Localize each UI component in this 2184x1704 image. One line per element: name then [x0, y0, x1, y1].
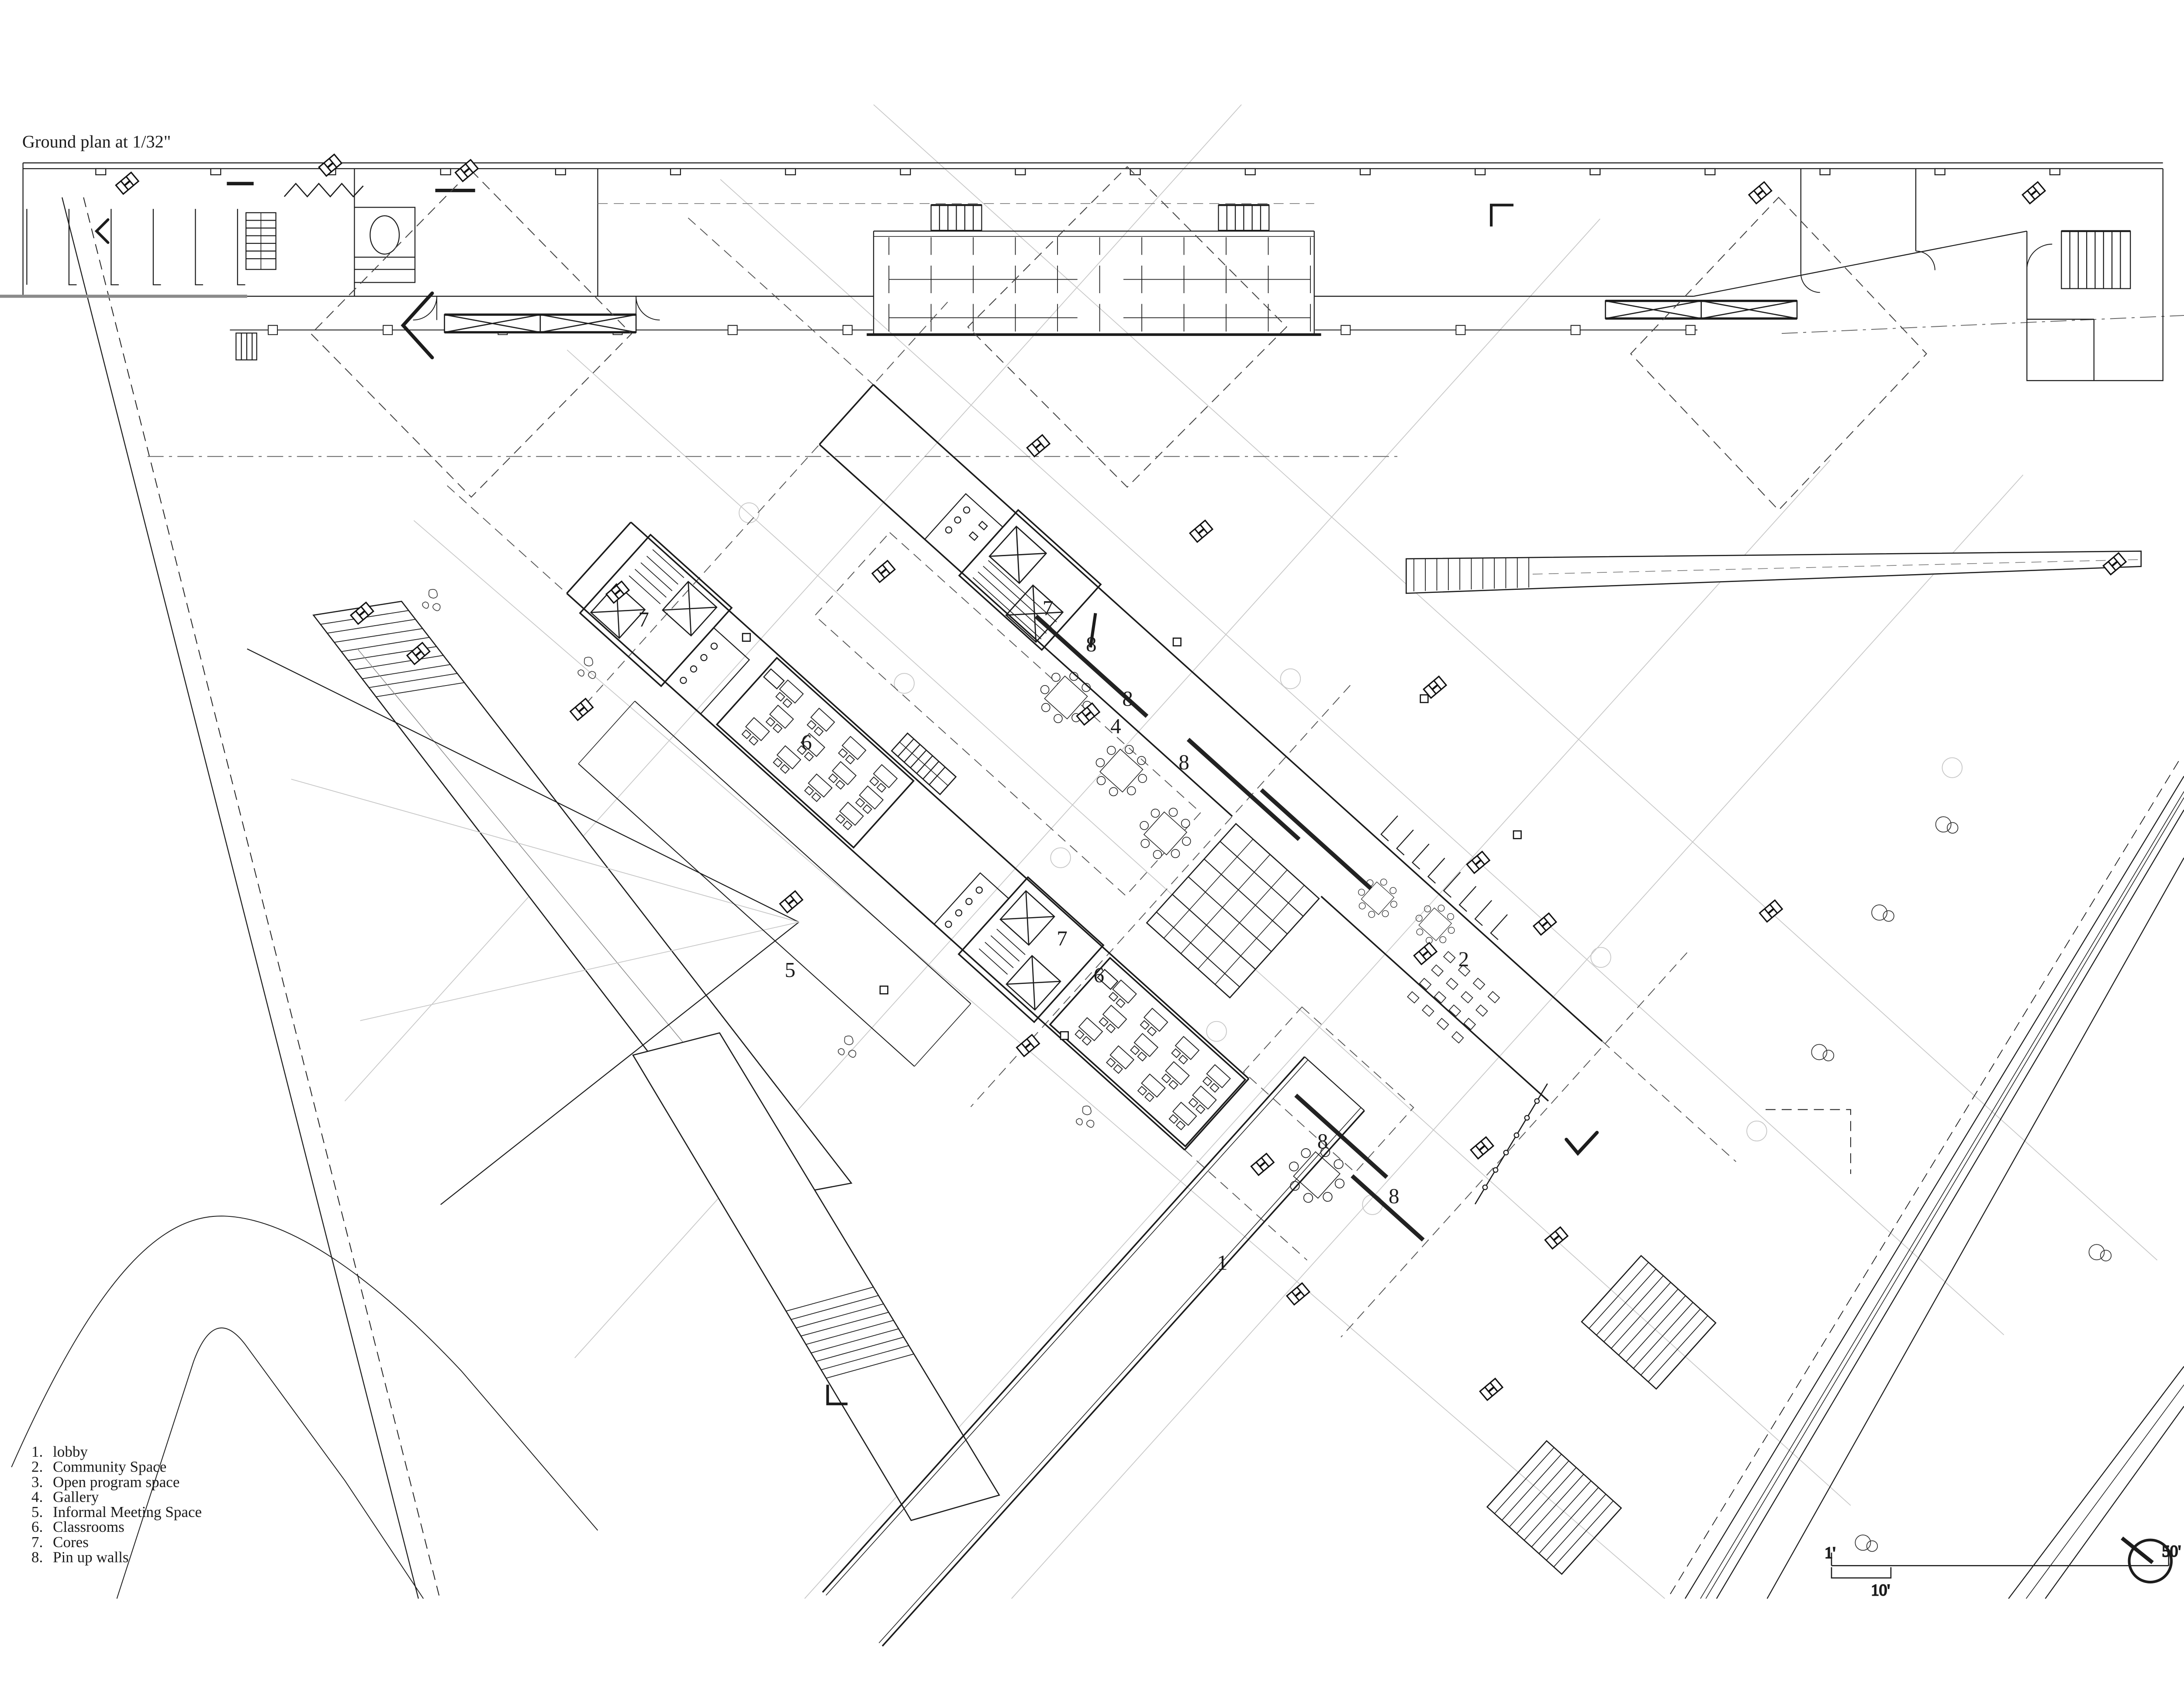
scale-bar: 1' 50' 10'	[1824, 1541, 2181, 1600]
scale-sub-label: 10'	[1871, 1581, 1890, 1599]
glazed-end-wall	[1474, 1083, 1548, 1205]
legend-label-5: Informal Meeting Space	[53, 1503, 202, 1520]
legend-label-2: Community Space	[53, 1458, 166, 1475]
legend-label-1: lobby	[53, 1443, 88, 1460]
label-pinup-8a: 8	[1086, 632, 1097, 656]
label-gallery-4: 4	[1110, 714, 1121, 738]
new-building	[418, 218, 1737, 1647]
lobby-band	[822, 1056, 1365, 1647]
label-core-7c: 7	[1057, 926, 1068, 950]
label-pinup-8d: 8	[1317, 1129, 1328, 1153]
legend-num-8: 8.	[31, 1548, 43, 1565]
core-left	[579, 533, 750, 715]
legend-num-6: 6.	[31, 1518, 43, 1535]
classroom-upper	[715, 657, 915, 849]
truss-bridge-1	[444, 313, 637, 334]
site-boundaries	[11, 197, 2184, 1599]
legend-label-8: Pin up walls	[53, 1548, 128, 1565]
section-marks	[94, 204, 1599, 1406]
legend-label-6: Classrooms	[53, 1518, 124, 1535]
core-upper	[924, 493, 1102, 651]
label-pinup-8b: 8	[1122, 686, 1133, 710]
legend-num-4: 4.	[31, 1489, 43, 1506]
stair-existing-mid	[235, 332, 257, 360]
legend-label-3: Open program space	[53, 1474, 180, 1491]
central-grid-hall	[598, 203, 1321, 336]
legend: 1. lobby 2. Community Space 3. Open prog…	[31, 1443, 202, 1565]
classroom-lower	[1049, 956, 1247, 1148]
label-classroom-6b: 6	[1094, 963, 1105, 987]
legend-num-2: 2.	[31, 1458, 43, 1475]
existing-building	[0, 162, 2163, 511]
label-pinup-8e: 8	[1389, 1184, 1400, 1208]
stair-existing-right	[2061, 230, 2131, 289]
scale-start-label: 1'	[1825, 1544, 1835, 1562]
stair-existing-left	[245, 212, 276, 270]
stair-se-upper	[1581, 1255, 1717, 1390]
truss-bridge-2	[1605, 299, 1798, 320]
grand-ramp	[1146, 823, 1320, 999]
stair-se-lower	[1486, 1440, 1622, 1575]
north-arrow-icon	[2121, 1536, 2173, 1584]
label-pinup-8c: 8	[1178, 750, 1189, 774]
legend-label-7: Cores	[53, 1534, 89, 1551]
label-informal-5: 5	[784, 958, 795, 982]
informal-meeting-platform	[578, 700, 971, 1067]
label-community-2: 2	[1458, 947, 1469, 971]
label-classroom-6a: 6	[801, 730, 812, 754]
upper-wing	[819, 384, 1603, 1102]
landscape-wedges	[247, 551, 2142, 1521]
legend-num-5: 5.	[31, 1503, 43, 1520]
legend-num-7: 7.	[31, 1534, 43, 1551]
drawing-title: Ground plan at 1/32"	[22, 132, 171, 152]
stair-lower-wing	[891, 732, 957, 796]
road-trees	[1811, 816, 2112, 1552]
plan-number-labels: 7 6 7 8 8 4 8 5 7 6 2 8 8 1	[638, 596, 1469, 1275]
legend-num-3: 3.	[31, 1474, 43, 1491]
legend-label-4: Gallery	[53, 1489, 99, 1506]
label-core-7b: 7	[1043, 596, 1054, 620]
core-lower	[933, 872, 1105, 1023]
label-core-7a: 7	[638, 607, 649, 631]
stair-hall-1	[930, 204, 982, 231]
stair-hall-2	[1218, 204, 1270, 231]
label-lobby-1: 1	[1217, 1250, 1228, 1275]
legend-num-1: 1.	[31, 1443, 43, 1460]
